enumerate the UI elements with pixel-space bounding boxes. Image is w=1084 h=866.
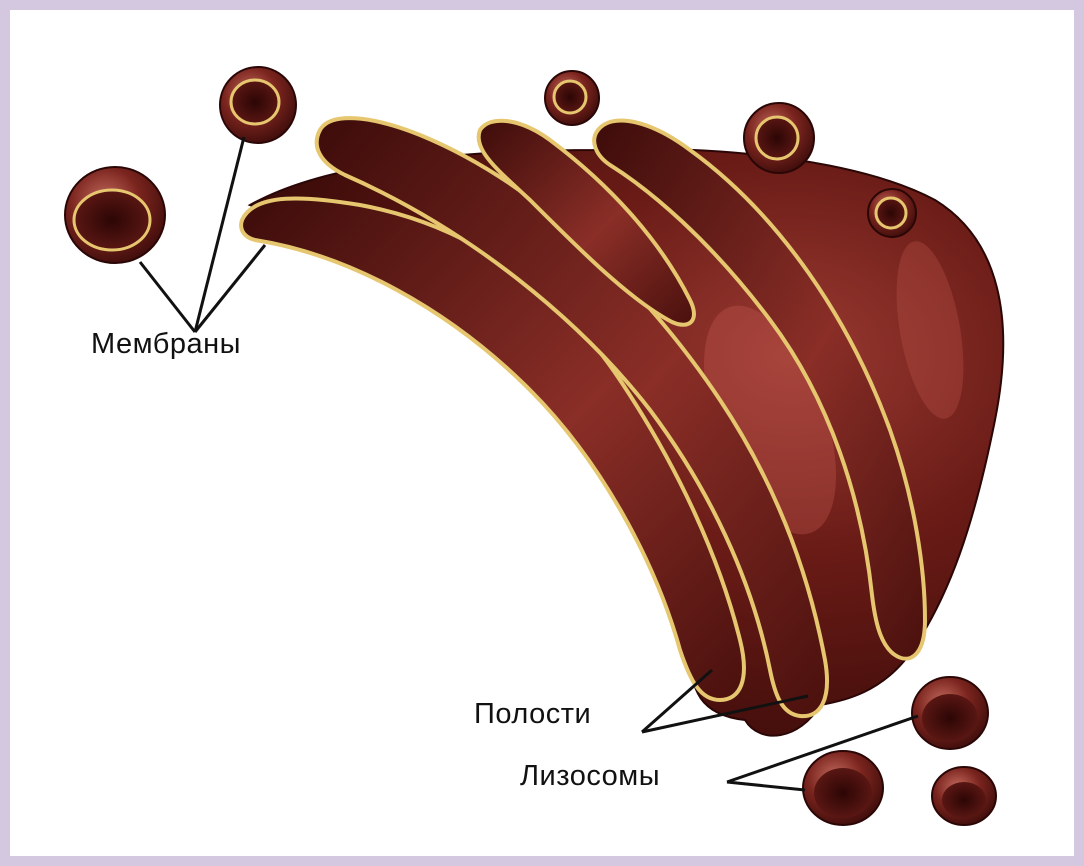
membranes-label: Мембраны [91,328,241,361]
vesicle-on-body [868,189,916,237]
vesicle-top-right [744,103,814,173]
lysosome-upper [912,677,988,749]
cavities-label: Полости [474,698,591,731]
lysosome-lower-right [932,767,996,825]
vesicle-top-middle [545,71,599,125]
lysosomes-label: Лизосомы [520,760,660,793]
vesicle-left [65,167,165,263]
lysosome-lower-left [803,751,883,825]
vesicle-top-left [220,67,296,143]
